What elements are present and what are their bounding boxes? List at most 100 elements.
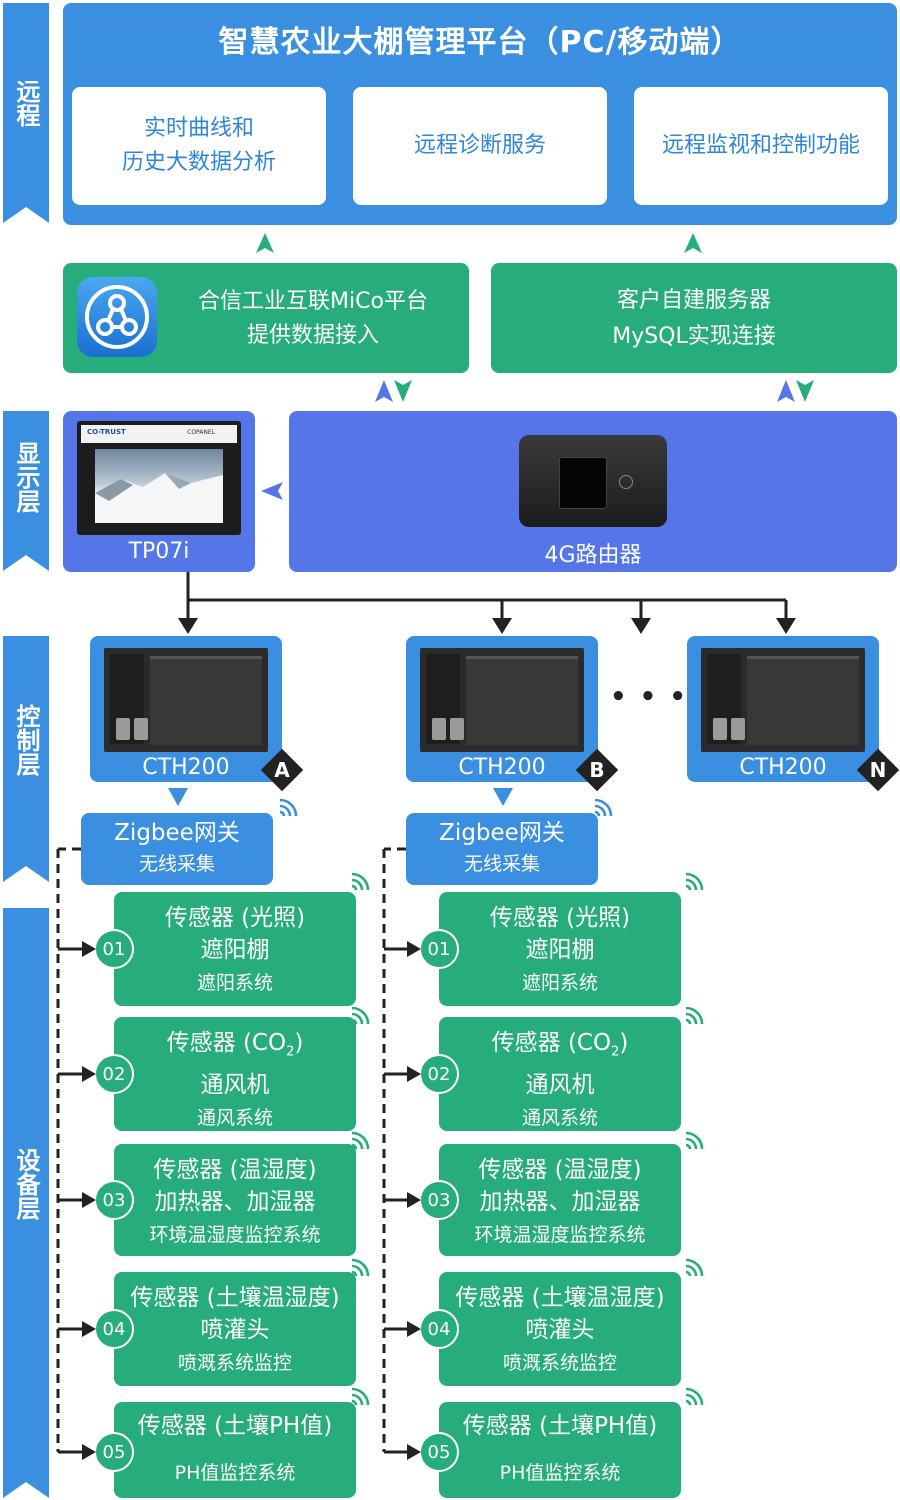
sensor-b-02-l1b: ) (619, 1030, 629, 1056)
mico-line2: 提供数据接入 (246, 323, 379, 348)
layer-label-device: 设备层 (3, 908, 49, 1498)
plc-n-label: CTH200 (739, 755, 827, 780)
router-screen (559, 457, 607, 509)
plc-n-device (701, 648, 865, 752)
num-b-03: 03 (419, 1180, 459, 1220)
platform-box-analysis-line1: 实时曲线和 (143, 116, 254, 141)
layer-label-display-text: 显示层 (12, 441, 40, 513)
router-box: 4G路由器 (289, 411, 897, 572)
platform-title: 智慧农业大棚管理平台（PC/移动端） (218, 25, 742, 60)
mico-platform-box: 合信工业互联MiCo平台 提供数据接入 (63, 263, 469, 373)
sensor-a-02-l1sub: 2 (286, 1044, 295, 1060)
zigbee-gateway-b: Zigbee网关 无线采集 (406, 813, 598, 885)
arrow-left-hmi (261, 482, 283, 500)
mico-app-icon (77, 277, 157, 357)
sensor-b-03-l1: 传感器 (温湿度) (478, 1157, 642, 1183)
zigbee-gateway-a: Zigbee网关 无线采集 (81, 813, 273, 885)
sensor-b-01-l1: 传感器 (光照) (489, 905, 631, 931)
sensor-a-05-l1: 传感器 (土壤PH值) (137, 1413, 333, 1439)
sensor-b-05-l3: PH值监控系统 (499, 1462, 621, 1484)
sensor-a-03-l3: 环境温湿度监控系统 (149, 1224, 321, 1246)
zigbee-b-line1: Zigbee网关 (439, 820, 565, 846)
arrow-up-mico (256, 233, 274, 253)
layer-label-device-text: 设备层 (12, 1148, 40, 1220)
sensor-b-03-l3: 环境温湿度监控系统 (474, 1224, 646, 1246)
sensor-b-01-l2: 遮阳棚 (525, 937, 595, 963)
plc-b-device (420, 648, 584, 752)
sensor-b-04-l3: 喷溉系统监控 (502, 1352, 617, 1374)
plc-b: CTH200 (406, 636, 598, 782)
sensor-a-02-l1a: 传感器 (CO (166, 1030, 287, 1056)
sensor-b-02: 传感器 (CO2) 通风机 通风系统 (439, 1017, 681, 1131)
sensor-a-02-l2: 通风机 (200, 1071, 270, 1098)
sensor-a-02-l1b: ) (294, 1030, 304, 1056)
layer-label-control-text: 控制层 (12, 704, 40, 776)
router-device (519, 435, 667, 527)
sensor-a-04-l1: 传感器 (土壤温湿度) (130, 1285, 340, 1311)
platform-box-analysis: 实时曲线和 历史大数据分析 (72, 87, 326, 205)
sensor-b-02-l3: 通风系统 (521, 1106, 598, 1129)
zigbee-a-line2: 无线采集 (138, 853, 215, 875)
router-label: 4G路由器 (544, 543, 642, 568)
plc-b-tag: B (589, 758, 605, 782)
hmi-model: COPANEL (187, 429, 215, 436)
arrow-down-zigbee-b (493, 788, 513, 806)
plc-n-tag: N (869, 758, 887, 782)
sensor-a-01-l1: 传感器 (光照) (164, 905, 306, 931)
hmi-box: CO-TRUST COPANEL TP07i (63, 411, 255, 572)
sensor-b-03: 传感器 (温湿度) 加热器、加湿器 环境温湿度监控系统 (439, 1144, 681, 1256)
server-line1: 客户自建服务器 (616, 288, 771, 313)
arrow-up-left (375, 380, 393, 402)
sensor-a-01-l3: 遮阳系统 (196, 972, 273, 994)
platform-box-monitor-text: 远程监视和控制功能 (661, 133, 860, 158)
plc-a-tag: A (274, 758, 290, 782)
sensor-a-03-l2: 加热器、加湿器 (154, 1189, 316, 1215)
sensor-b-02-l1a: 传感器 (CO (491, 1030, 612, 1056)
plc-a-label: CTH200 (142, 755, 230, 780)
hmi-brand: CO-TRUST (87, 428, 126, 436)
platform-box-diagnosis-text: 远程诊断服务 (413, 133, 546, 158)
plc-a-device (104, 648, 268, 752)
num-b-04: 04 (419, 1309, 459, 1349)
arrow-down-ellipsis (631, 618, 651, 634)
ellipsis: • • • (610, 682, 688, 712)
hmi-screen-image (95, 449, 223, 523)
plc-n: CTH200 (687, 636, 879, 782)
power-icon (619, 475, 633, 489)
sensor-b-05-l1: 传感器 (土壤PH值) (462, 1413, 658, 1439)
layer-label-remote: 远程 (3, 3, 49, 223)
sensor-b-01-l3: 遮阳系统 (521, 972, 598, 994)
arrow-down-plc-a (178, 618, 198, 634)
platform-box-monitor: 远程监视和控制功能 (634, 87, 888, 205)
sensor-b-04: 传感器 (土壤温湿度) 喷灌头 喷溉系统监控 (439, 1272, 681, 1386)
num-a-04: 04 (94, 1309, 134, 1349)
platform-box-diagnosis: 远程诊断服务 (353, 87, 607, 205)
mico-line1: 合信工业互联MiCo平台 (198, 289, 428, 314)
sensor-a-04: 传感器 (土壤温湿度) 喷灌头 喷溉系统监控 (114, 1272, 356, 1386)
hmi-label: TP07i (128, 539, 190, 564)
sensor-a-05-l3: PH值监控系统 (174, 1462, 296, 1484)
zigbee-b-line2: 无线采集 (463, 853, 540, 875)
arrow-up-server (684, 233, 702, 253)
sensor-b-04-l2: 喷灌头 (525, 1317, 595, 1343)
zigbee-a-line1: Zigbee网关 (114, 820, 240, 846)
num-b-02: 02 (419, 1054, 459, 1094)
plc-b-label: CTH200 (458, 755, 546, 780)
sensor-b-05: 传感器 (土壤PH值) PH值监控系统 (439, 1402, 681, 1498)
layer-label-remote-text: 远程 (12, 79, 40, 127)
sensor-b-02-l1sub: 2 (611, 1044, 620, 1060)
arrow-down-left (394, 380, 412, 402)
platform-panel: 智慧农业大棚管理平台（PC/移动端） 实时曲线和 历史大数据分析 远程诊断服务 … (63, 3, 897, 225)
sensor-a-01: 传感器 (光照) 遮阳棚 遮阳系统 (114, 892, 356, 1006)
arrow-up-right (777, 380, 795, 402)
hmi-device: CO-TRUST COPANEL (77, 421, 241, 535)
platform-box-analysis-line2: 历史大数据分析 (121, 150, 276, 175)
sensor-a-03: 传感器 (温湿度) 加热器、加湿器 环境温湿度监控系统 (114, 1144, 356, 1256)
num-b-01: 01 (419, 929, 459, 969)
sensor-b-01: 传感器 (光照) 遮阳棚 遮阳系统 (439, 892, 681, 1006)
server-line2: MySQL实现连接 (612, 324, 776, 349)
arrow-down-zigbee-a (168, 788, 188, 806)
sensor-a-02: 传感器 (CO2) 通风机 通风系统 (114, 1017, 356, 1131)
arrow-down-right (796, 380, 814, 402)
